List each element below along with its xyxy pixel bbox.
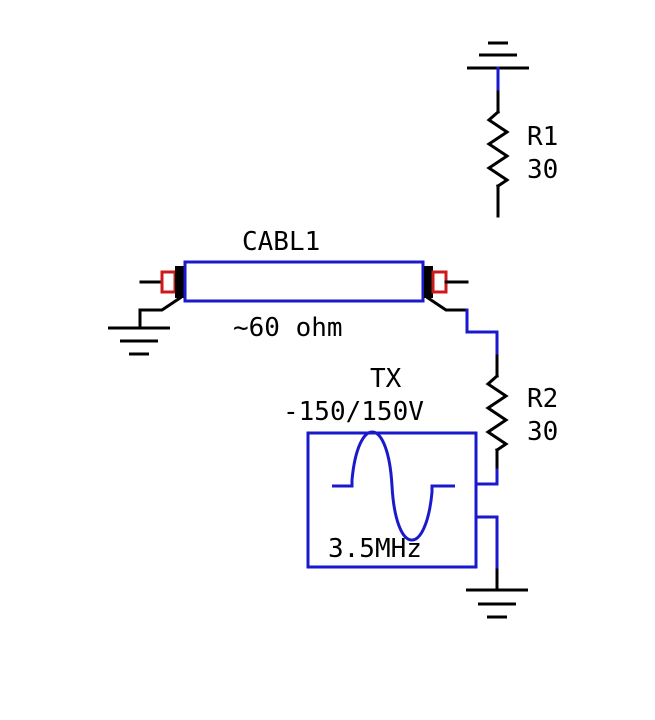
cable-ref: CABL1 [242,227,320,257]
r2-value: 30 [527,417,558,447]
ground-icon [466,588,528,619]
cable-cabl1[interactable] [139,260,469,303]
ground-bottom [466,588,528,619]
source-range: -150/150V [283,397,424,427]
resistor-r2[interactable] [485,354,509,472]
voltage-source-tx[interactable]: 3.5MHz [306,430,478,569]
ground-left [108,326,170,356]
r1-value: 30 [527,155,558,185]
r2-ref: R2 [527,384,558,414]
cable-shield-right-lead [425,295,469,312]
ground-icon [467,41,529,70]
source-frequency: 3.5MHz [328,534,422,564]
wire-cable-to-r2 [465,308,499,358]
resistor-r1[interactable] [486,90,510,218]
cable-shield-left-lead [138,295,183,330]
wire-r2-to-source [474,468,499,486]
wire-source-to-ground [474,515,499,572]
resistor-icon [486,109,510,189]
cable-impedance: ~60 ohm [233,313,343,343]
coax-cable-icon [139,260,469,303]
sine-wave-icon [332,430,455,542]
ground-icon [108,326,170,356]
r1-ref: R1 [527,122,558,152]
resistor-icon [485,373,509,453]
ground-top [467,41,529,70]
source-ref: TX [370,364,402,394]
